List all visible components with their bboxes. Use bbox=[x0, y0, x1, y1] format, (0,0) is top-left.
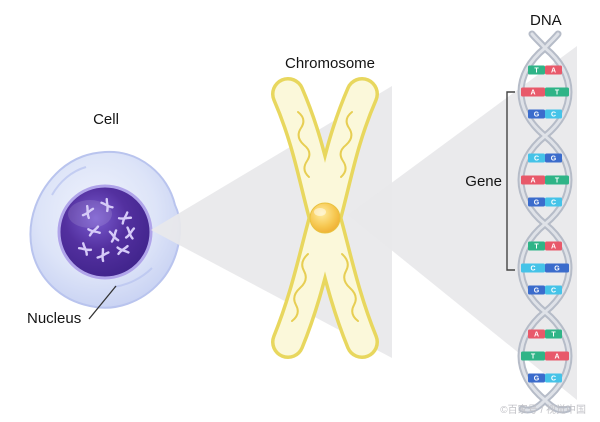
chromosome-illustration bbox=[271, 77, 379, 359]
svg-text:G: G bbox=[551, 156, 557, 163]
dna-base-pair: C G bbox=[528, 153, 562, 163]
cell-illustration bbox=[29, 150, 182, 309]
gene-label: Gene bbox=[465, 173, 502, 190]
cell-label: Cell bbox=[93, 111, 119, 128]
watermark: ©百家号 / 视觉中国 bbox=[500, 405, 586, 416]
svg-text:G: G bbox=[554, 266, 560, 273]
dna-base-pair: C G bbox=[521, 263, 569, 273]
svg-text:A: A bbox=[530, 90, 535, 97]
dna-base-pair: A T bbox=[528, 329, 562, 339]
dna-base-pair: G C bbox=[528, 109, 562, 119]
nucleus-highlight bbox=[68, 200, 112, 228]
svg-text:T: T bbox=[534, 244, 539, 251]
svg-text:A: A bbox=[551, 68, 556, 75]
svg-text:C: C bbox=[534, 156, 539, 163]
cytoplasm-texture bbox=[51, 166, 87, 196]
svg-text:T: T bbox=[531, 354, 536, 361]
svg-text:T: T bbox=[551, 332, 556, 339]
svg-text:T: T bbox=[534, 68, 539, 75]
chromosome-label: Chromosome bbox=[284, 55, 376, 72]
nucleus bbox=[57, 184, 153, 280]
dna-strand bbox=[517, 30, 573, 414]
svg-text:T: T bbox=[555, 90, 560, 97]
svg-text:G: G bbox=[534, 288, 540, 295]
svg-text:C: C bbox=[551, 376, 556, 383]
svg-text:A: A bbox=[551, 244, 556, 251]
nucleus-label: Nucleus bbox=[27, 310, 82, 327]
chromatin-squiggles bbox=[291, 111, 359, 322]
svg-text:G: G bbox=[534, 376, 540, 383]
dna-base-pair: T A bbox=[521, 351, 569, 361]
dna-base-pair: G C bbox=[528, 197, 562, 207]
gene-bracket bbox=[506, 91, 515, 271]
svg-text:C: C bbox=[551, 112, 556, 119]
svg-text:G: G bbox=[534, 200, 540, 207]
svg-text:C: C bbox=[551, 288, 556, 295]
centromere-highlight bbox=[314, 208, 326, 216]
dna-base-pair: A T bbox=[521, 87, 569, 97]
cytoplasm-texture bbox=[113, 267, 153, 288]
dna-base-pair: T A bbox=[528, 65, 562, 75]
svg-text:G: G bbox=[534, 112, 540, 119]
dna-base-pair: G C bbox=[528, 285, 562, 295]
svg-text:C: C bbox=[530, 266, 535, 273]
centromere bbox=[309, 202, 341, 234]
dna-base-pair: T A bbox=[528, 241, 562, 251]
svg-text:A: A bbox=[530, 178, 535, 185]
svg-text:A: A bbox=[554, 354, 559, 361]
nucleus-pointer-line bbox=[88, 285, 117, 320]
dna-base-pair: G C bbox=[528, 373, 562, 383]
zoom-beam-chromosome-to-dna bbox=[348, 46, 577, 400]
dna-helix: T A A T G C C bbox=[517, 30, 573, 414]
dna-label: DNA bbox=[530, 12, 562, 29]
dna-base-pair: A T bbox=[521, 175, 569, 185]
svg-text:C: C bbox=[551, 200, 556, 207]
dna-base-pairs: T A A T G C C bbox=[521, 65, 569, 383]
svg-text:A: A bbox=[534, 332, 539, 339]
svg-text:T: T bbox=[555, 178, 560, 185]
